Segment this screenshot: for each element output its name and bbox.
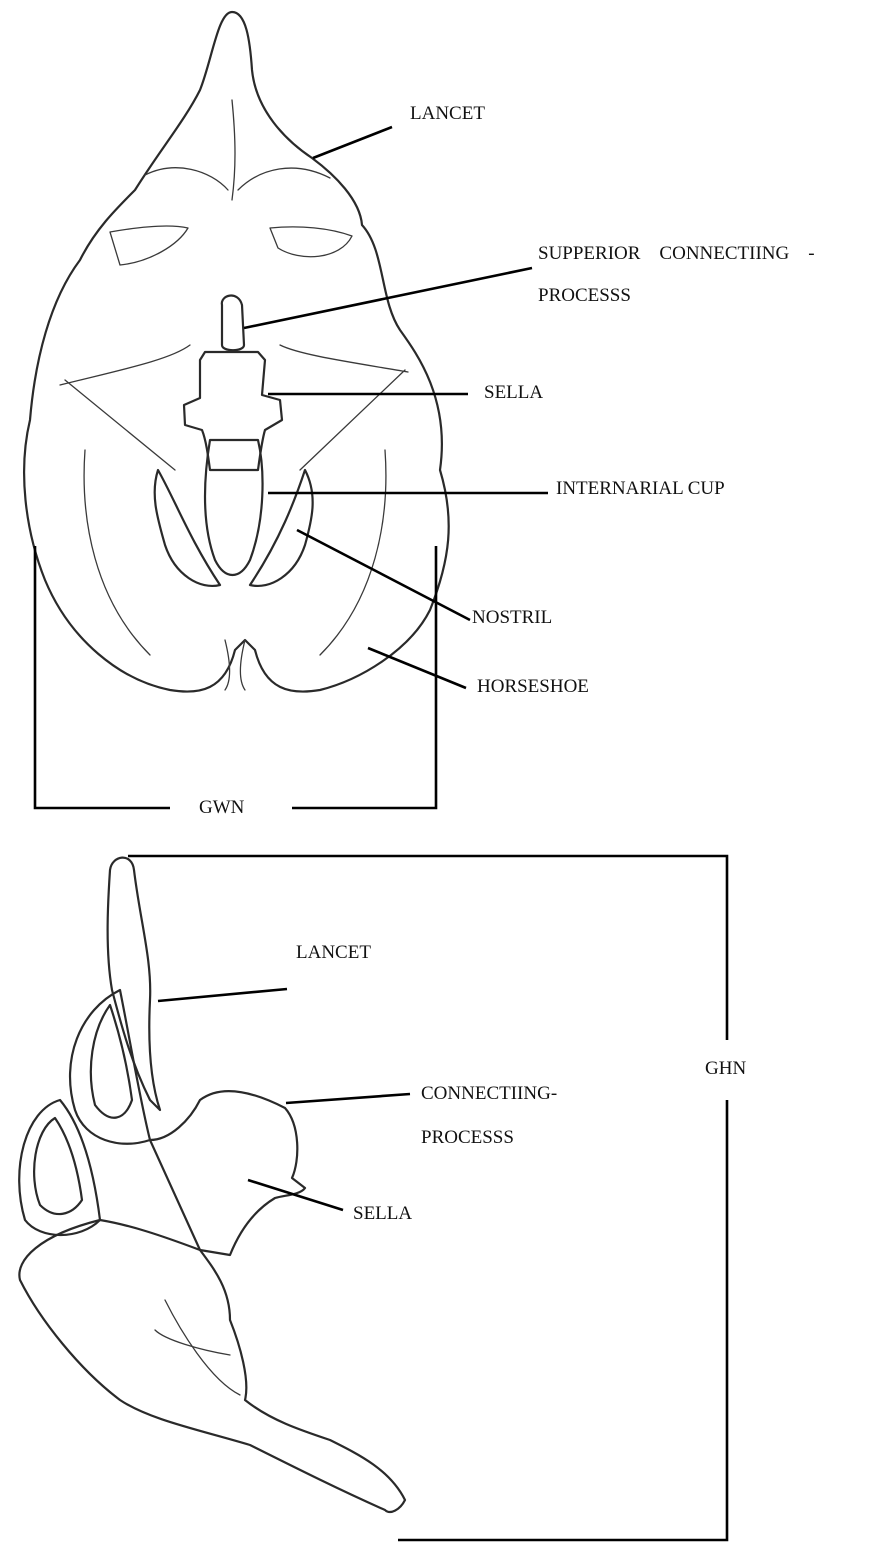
ghn-bracket: [128, 856, 727, 1540]
label-lancet-lateral: LANCET: [296, 943, 371, 962]
horseshoe-leader: [368, 648, 466, 688]
nostril-left-shape: [155, 470, 220, 586]
label-connecting-process-2: PROCESSS: [421, 1128, 514, 1147]
label-nostril: NOSTRIL: [472, 608, 552, 627]
sella-shape: [184, 352, 282, 470]
nostril-leader: [297, 530, 470, 620]
label-internarial-cup: INTERNARIAL CUP: [556, 479, 725, 498]
connecting-process-leader: [286, 1094, 410, 1103]
label-sella-frontal: SELLA: [484, 383, 543, 402]
superior-connecting-process-leader: [244, 268, 532, 328]
label-sella-lateral: SELLA: [353, 1204, 412, 1223]
lancet-leader-frontal: [313, 127, 392, 158]
label-superior-connecting-process-2: PROCESSS: [538, 286, 631, 305]
label-lancet-frontal: LANCET: [410, 104, 485, 123]
lancet-leader-lateral: [158, 989, 287, 1001]
lateral-lancet-shape: [108, 858, 160, 1110]
internarial-cup-shape: [205, 440, 263, 575]
lateral-connecting-process-shape: [150, 1091, 305, 1255]
label-horseshoe: HORSESHOE: [477, 677, 589, 696]
lateral-body-shape: [19, 1220, 405, 1512]
gwn-bracket: [35, 546, 436, 808]
label-ghn: GHN: [705, 1059, 746, 1078]
superior-connecting-process-shape: [222, 296, 244, 351]
frontal-noseleaf-drawing: [24, 12, 449, 692]
sella-leader-lateral: [248, 1180, 343, 1210]
label-connecting-process: CONNECTIING-: [421, 1084, 557, 1103]
label-gwn: GWN: [199, 798, 244, 817]
label-superior-connecting-process: SUPPERIOR CONNECTIING -: [538, 244, 815, 263]
